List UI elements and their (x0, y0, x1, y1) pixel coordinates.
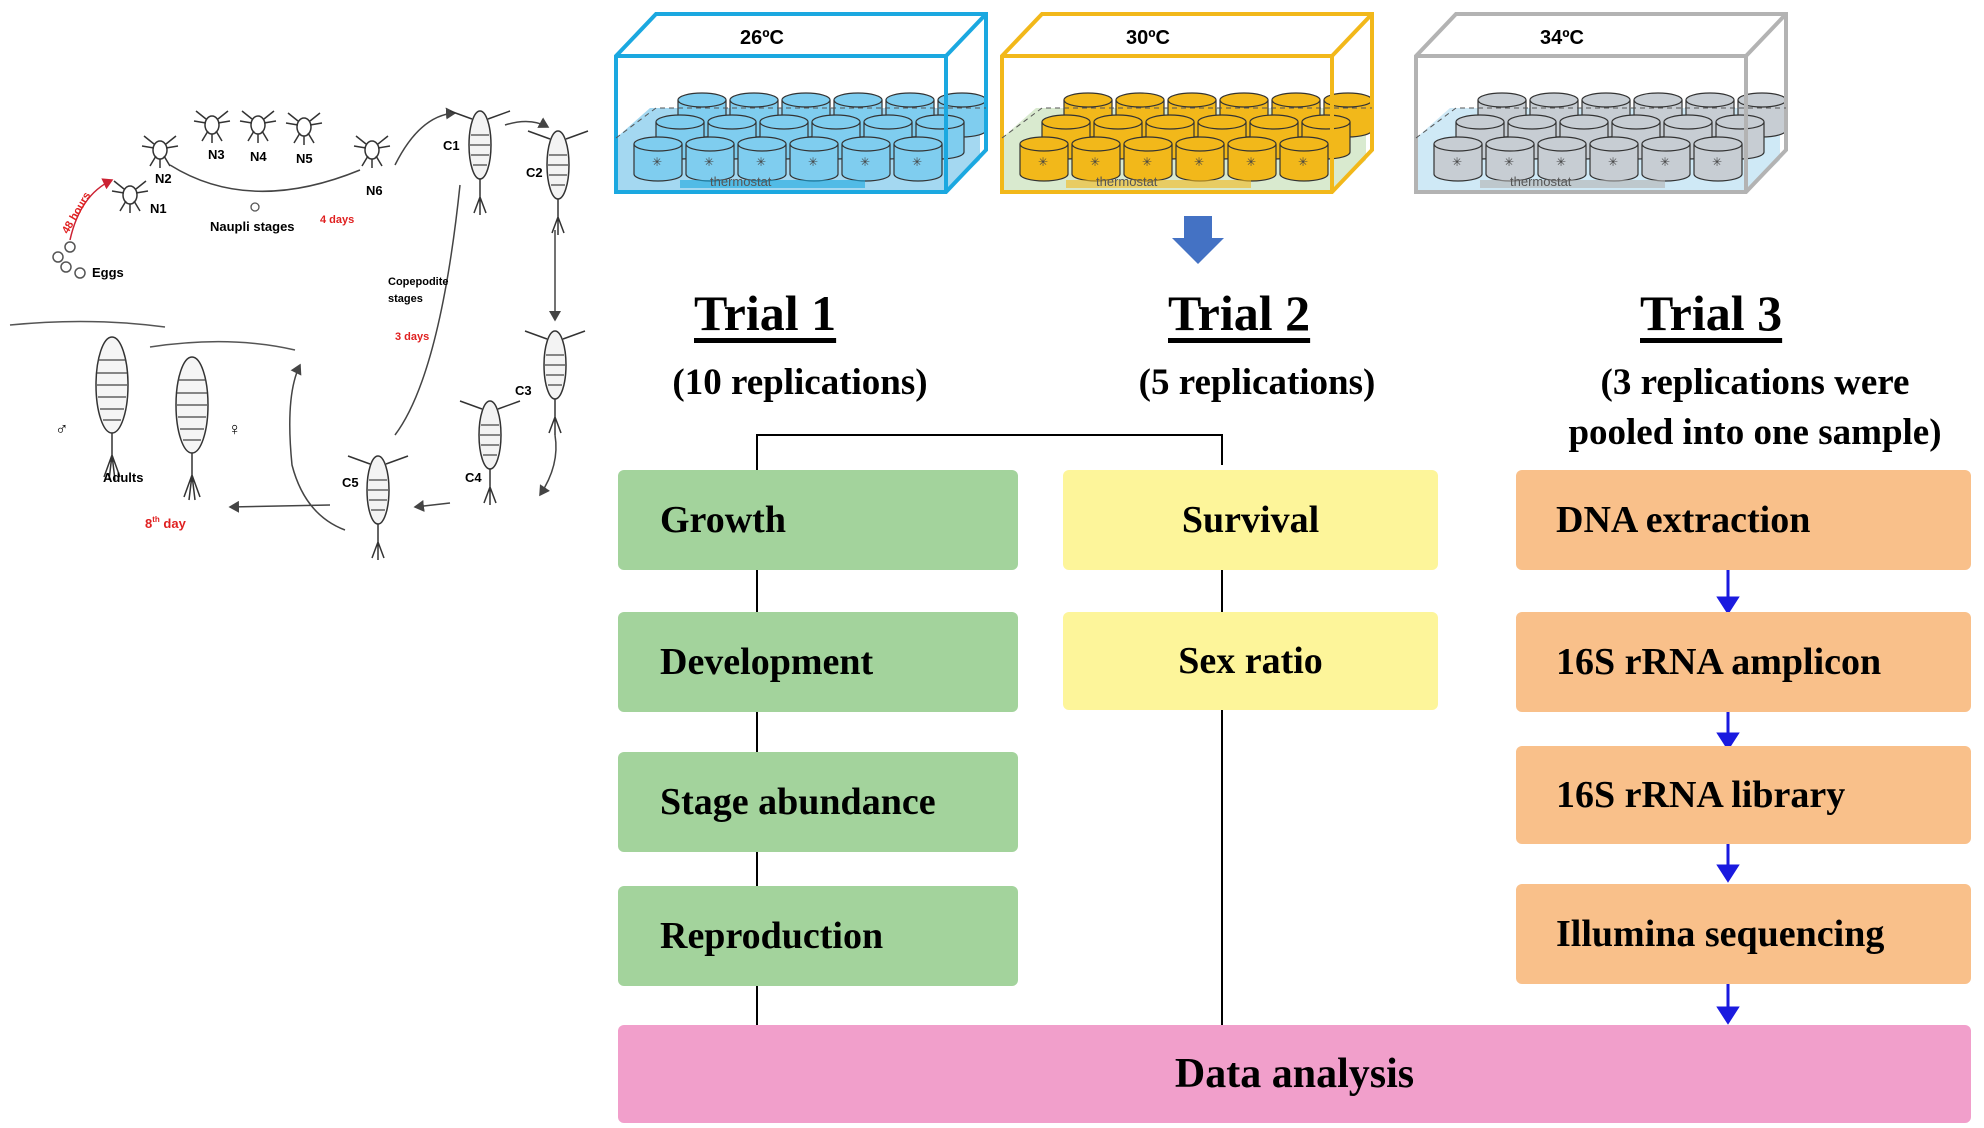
tank-2: ✳ ✳ ✳ ✳ ✳ ✳ thermostat 30ºC (1000, 12, 1374, 194)
copepod-mark-icon: ✳ (1298, 155, 1308, 169)
copepod-mark-icon: ✳ (912, 155, 922, 169)
stage-abundance-box: Stage abundance (618, 752, 1018, 852)
copepod-mark-icon: ✳ (1038, 155, 1048, 169)
copepod-mark-icon: ✳ (1246, 155, 1256, 169)
temperature-label: 30ºC (1126, 27, 1170, 49)
n3-label: N3 (208, 147, 225, 162)
sex-ratio-box: Sex ratio (1063, 612, 1438, 710)
c1-label: C1 (443, 138, 460, 153)
n1-label: N1 (150, 201, 167, 216)
female-symbol: ♀ (228, 419, 242, 439)
trial2-title: Trial 2 (1168, 285, 1311, 341)
trial1-title: Trial 1 (694, 285, 837, 341)
n6-label: N6 (366, 183, 383, 198)
nauplii-time-label: 4 days (320, 214, 354, 226)
reproduction-box: Reproduction (618, 886, 1018, 986)
thermostat-label: thermostat (1096, 174, 1158, 189)
copepod-mark-icon: ✳ (860, 155, 870, 169)
temperature-label: 34ºC (1540, 27, 1584, 49)
adults-label: Adults (103, 470, 143, 485)
temperature-label: 26ºC (740, 27, 784, 49)
survival-box: Survival (1063, 470, 1438, 570)
illumina-sequencing-box: Illumina sequencing (1516, 884, 1971, 984)
trial1-subtitle: (10 replications) (672, 362, 928, 403)
copepodite-time-label: 3 days (395, 331, 429, 343)
nauplii-stages-label: Naupli stages (210, 219, 295, 234)
copepod-mark-icon: ✳ (1452, 155, 1462, 169)
n4-label: N4 (250, 149, 267, 164)
copepod-mark-icon: ✳ (1194, 155, 1204, 169)
copepod-mark-icon: ✳ (704, 155, 714, 169)
eggs-label: Eggs (92, 265, 124, 280)
c2-label: C2 (526, 165, 543, 180)
tank-1: ✳ ✳ ✳ ✳ ✳ ✳ thermostat 26ºC (614, 12, 988, 194)
trial3-title: Trial 3 (1640, 285, 1783, 341)
growth-box: Growth (618, 470, 1018, 570)
copepod-mark-icon: ✳ (1608, 155, 1618, 169)
copepodite-stages-line1: Copepodite (388, 276, 449, 288)
adult-time-label: 8th day (145, 515, 187, 531)
thermostat-label: thermostat (710, 174, 772, 189)
development-box: Development (618, 612, 1018, 712)
copepod-mark-icon: ✳ (756, 155, 766, 169)
temperature-tanks: ✳ ✳ ✳ ✳ ✳ ✳ thermostat 26ºC ✳ ✳ ✳ ✳ ✳ ✳ thermostat 30ºC… (614, 12, 1788, 194)
c4-label: C4 (465, 470, 482, 485)
male-symbol: ♂ (55, 419, 69, 439)
copepod-life-cycle: Eggs 48 hours N1 N2 N3 N4 N5 N6 Naupli s… (9, 107, 589, 561)
eggs-icon (52, 241, 86, 279)
data-analysis-box: Data analysis (618, 1025, 1971, 1123)
tank-3: ✳ ✳ ✳ ✳ ✳ ✳ thermostat 34ºC (1414, 12, 1788, 194)
trial3-subtitle-line2: pooled into one sample) (1568, 412, 1942, 453)
c3-label: C3 (515, 383, 532, 398)
dna-extraction-box: DNA extraction (1516, 470, 1971, 570)
amplicon-box: 16S rRNA amplicon (1516, 612, 1971, 712)
library-box: 16S rRNA library (1516, 746, 1971, 844)
copepod-mark-icon: ✳ (1504, 155, 1514, 169)
n5-label: N5 (296, 151, 313, 166)
copepod-mark-icon: ✳ (808, 155, 818, 169)
copepod-mark-icon: ✳ (1660, 155, 1670, 169)
copepodite-stages-line2: stages (388, 293, 423, 305)
down-arrow-icon (1172, 216, 1224, 264)
trial3-subtitle-line1: (3 replications were (1600, 362, 1910, 403)
copepod-mark-icon: ✳ (1556, 155, 1566, 169)
copepod-mark-icon: ✳ (1090, 155, 1100, 169)
copepod-mark-icon: ✳ (1712, 155, 1722, 169)
n2-label: N2 (155, 171, 172, 186)
copepod-mark-icon: ✳ (1142, 155, 1152, 169)
trial2-subtitle: (5 replications) (1138, 362, 1376, 403)
c5-label: C5 (342, 475, 359, 490)
copepod-mark-icon: ✳ (652, 155, 662, 169)
thermostat-label: thermostat (1510, 174, 1572, 189)
